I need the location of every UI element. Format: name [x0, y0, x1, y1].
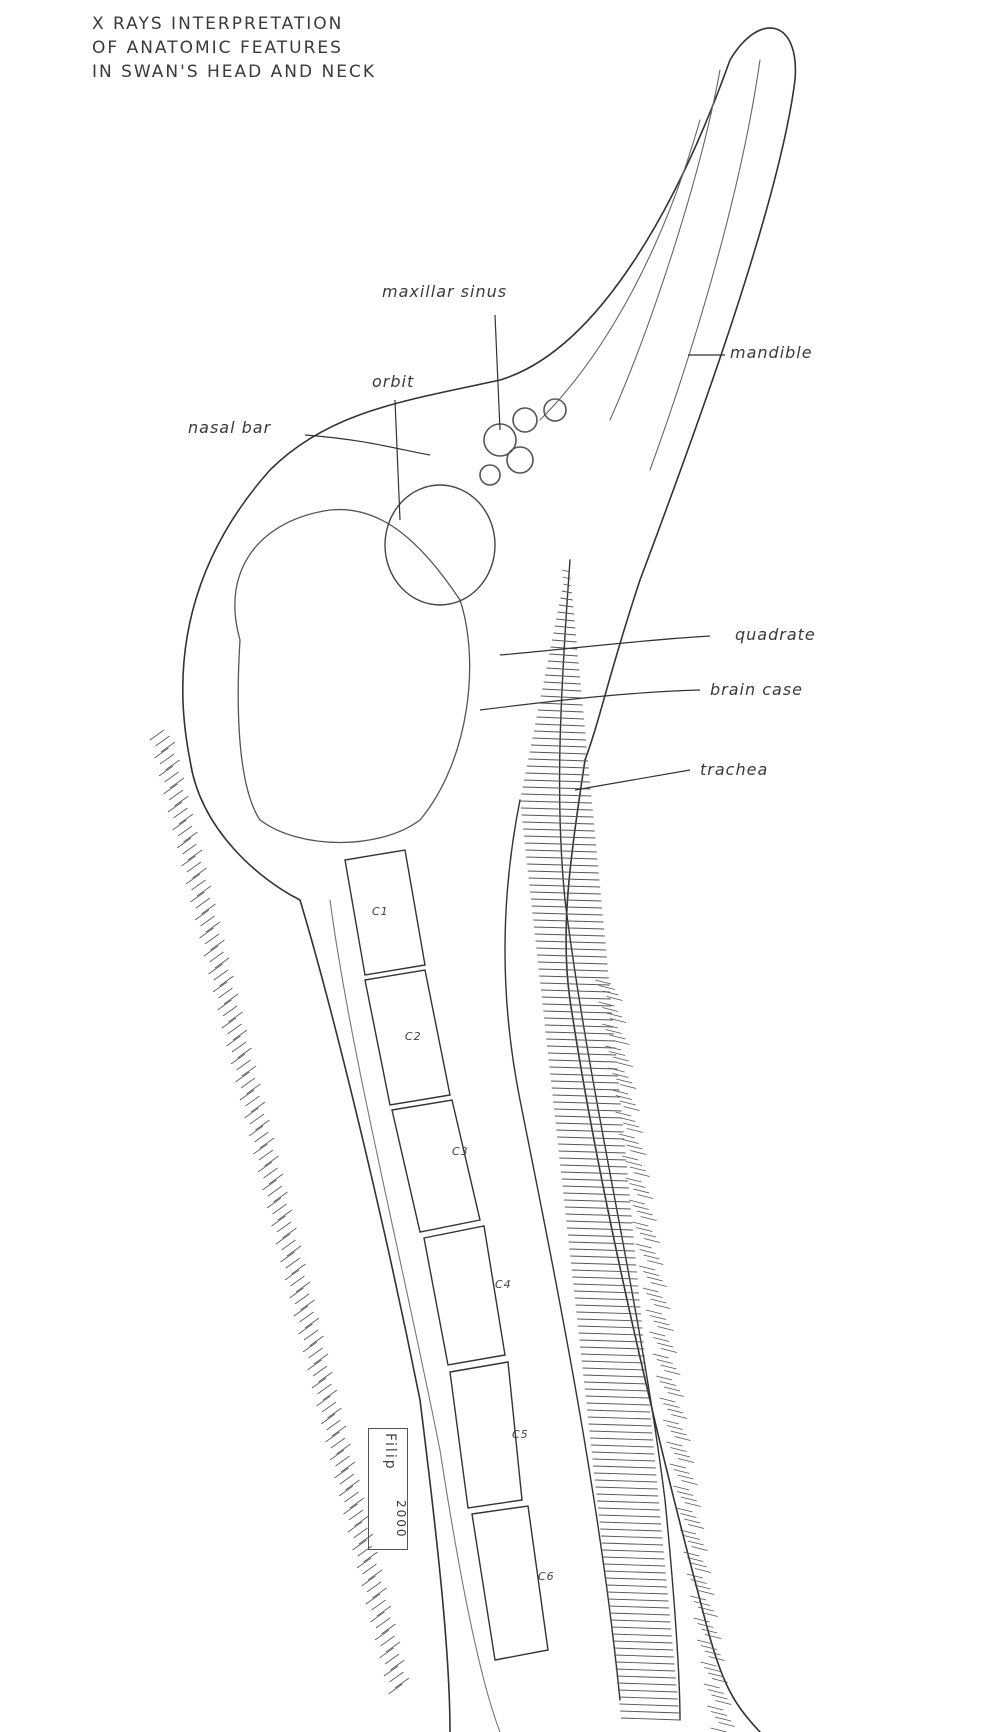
label-maxillar-sinus: maxillar sinus	[382, 282, 508, 301]
label-brain-case: brain case	[710, 680, 803, 699]
signature-year: 2000	[394, 1500, 408, 1539]
neck-front	[565, 759, 761, 1732]
title-line-1: X RAYS INTERPRETATION	[92, 14, 344, 34]
signature-box: Filip	[368, 1428, 408, 1550]
label-mandible: mandible	[730, 343, 813, 362]
trachea-left	[504, 799, 621, 1701]
label-nasal-bar: nasal bar	[188, 418, 272, 437]
title-line-3: IN SWAN'S HEAD AND NECK	[92, 62, 376, 82]
label-quadrate: quadrate	[735, 625, 816, 644]
title-line-2: OF ANATOMIC FEATURES	[92, 38, 343, 58]
label-trachea: trachea	[700, 760, 769, 779]
vertebra-label-c3: C3	[452, 1145, 469, 1158]
vertebra-label-c4: C4	[495, 1278, 512, 1291]
signature-name: Filip	[382, 1433, 398, 1471]
vertebra-label-c1: C1	[372, 905, 389, 918]
vertebra-label-c5: C5	[512, 1428, 529, 1441]
head-outline	[182, 27, 797, 761]
vertebra-label-c2: C2	[405, 1030, 422, 1043]
neck-back	[189, 759, 451, 1732]
trachea-right	[558, 559, 681, 1721]
label-orbit: orbit	[372, 372, 415, 391]
vertebra-label-c6: C6	[538, 1570, 555, 1583]
